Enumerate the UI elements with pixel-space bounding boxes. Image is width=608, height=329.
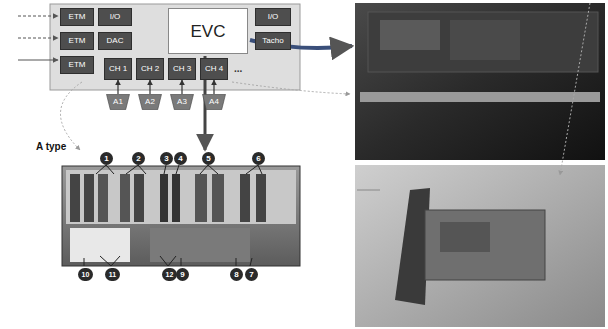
callout-number: 8 [230,268,243,281]
node-text: CH 2 [141,65,159,73]
pointer-arrow [232,82,350,94]
node-text: A4 [209,98,219,106]
small-box: I/O [98,8,132,26]
system-panel [50,4,300,90]
channel-box: CH 2 [136,58,164,80]
small-box: ETM [60,56,94,74]
small-box: Tacho [255,32,291,50]
node-text: A1 [113,98,123,106]
connector-arrow [181,80,182,94]
node-text: A2 [145,98,155,106]
channel-box: CH 4 [200,58,228,80]
node-text: CH 4 [205,65,223,73]
controller-box: EVC [168,8,248,54]
callout-number: 5 [202,152,215,165]
actuator-trapezoid: A3 [170,94,194,110]
callout-number: 2 [132,152,145,165]
callout-number: 3 [160,152,173,165]
label-text: A type [36,142,66,152]
small-box: I/O [255,8,291,26]
small-box: ETM [60,8,94,26]
small-box: DAC [98,32,132,50]
small-box: ETM [60,32,94,50]
actuator-trapezoid: A2 [138,94,162,110]
node-text: I/O [268,13,279,21]
module-photo [355,165,605,327]
connector-arrow [213,80,214,94]
board-photo [355,3,605,160]
node-text: ETM [69,61,86,69]
node-text: A3 [177,98,187,106]
callout-number: 11 [105,268,120,281]
node-text: Tacho [262,37,283,45]
callout-number: 1 [100,152,113,165]
callout-number: 9 [176,268,189,281]
callout-number: 12 [162,268,177,281]
actuator-trapezoid: A4 [202,94,226,110]
node-text: I/O [110,13,121,21]
actuator-trapezoid: A1 [106,94,130,110]
callout-number: 4 [174,152,187,165]
connector-arrow [117,80,118,94]
channel-box: CH 3 [168,58,196,80]
callout-number: 10 [78,268,93,281]
connector-arrow [149,80,150,94]
input-arrow [18,38,58,39]
channel-box: CH 1 [104,58,132,80]
rack-photo [62,166,300,266]
node-text: DAC [107,37,124,45]
node-text: ETM [69,13,86,21]
callout-number: 7 [245,268,258,281]
pointer-arrow [60,82,82,150]
leader-lines [84,165,262,266]
node-text: CH 3 [173,65,191,73]
input-arrow [18,60,58,61]
callout-number: 6 [252,152,265,165]
ellipsis: ... [234,64,242,74]
node-text: CH 1 [109,65,127,73]
node-text: ETM [69,37,86,45]
node-text: EVC [191,23,226,40]
input-arrow [18,16,58,17]
